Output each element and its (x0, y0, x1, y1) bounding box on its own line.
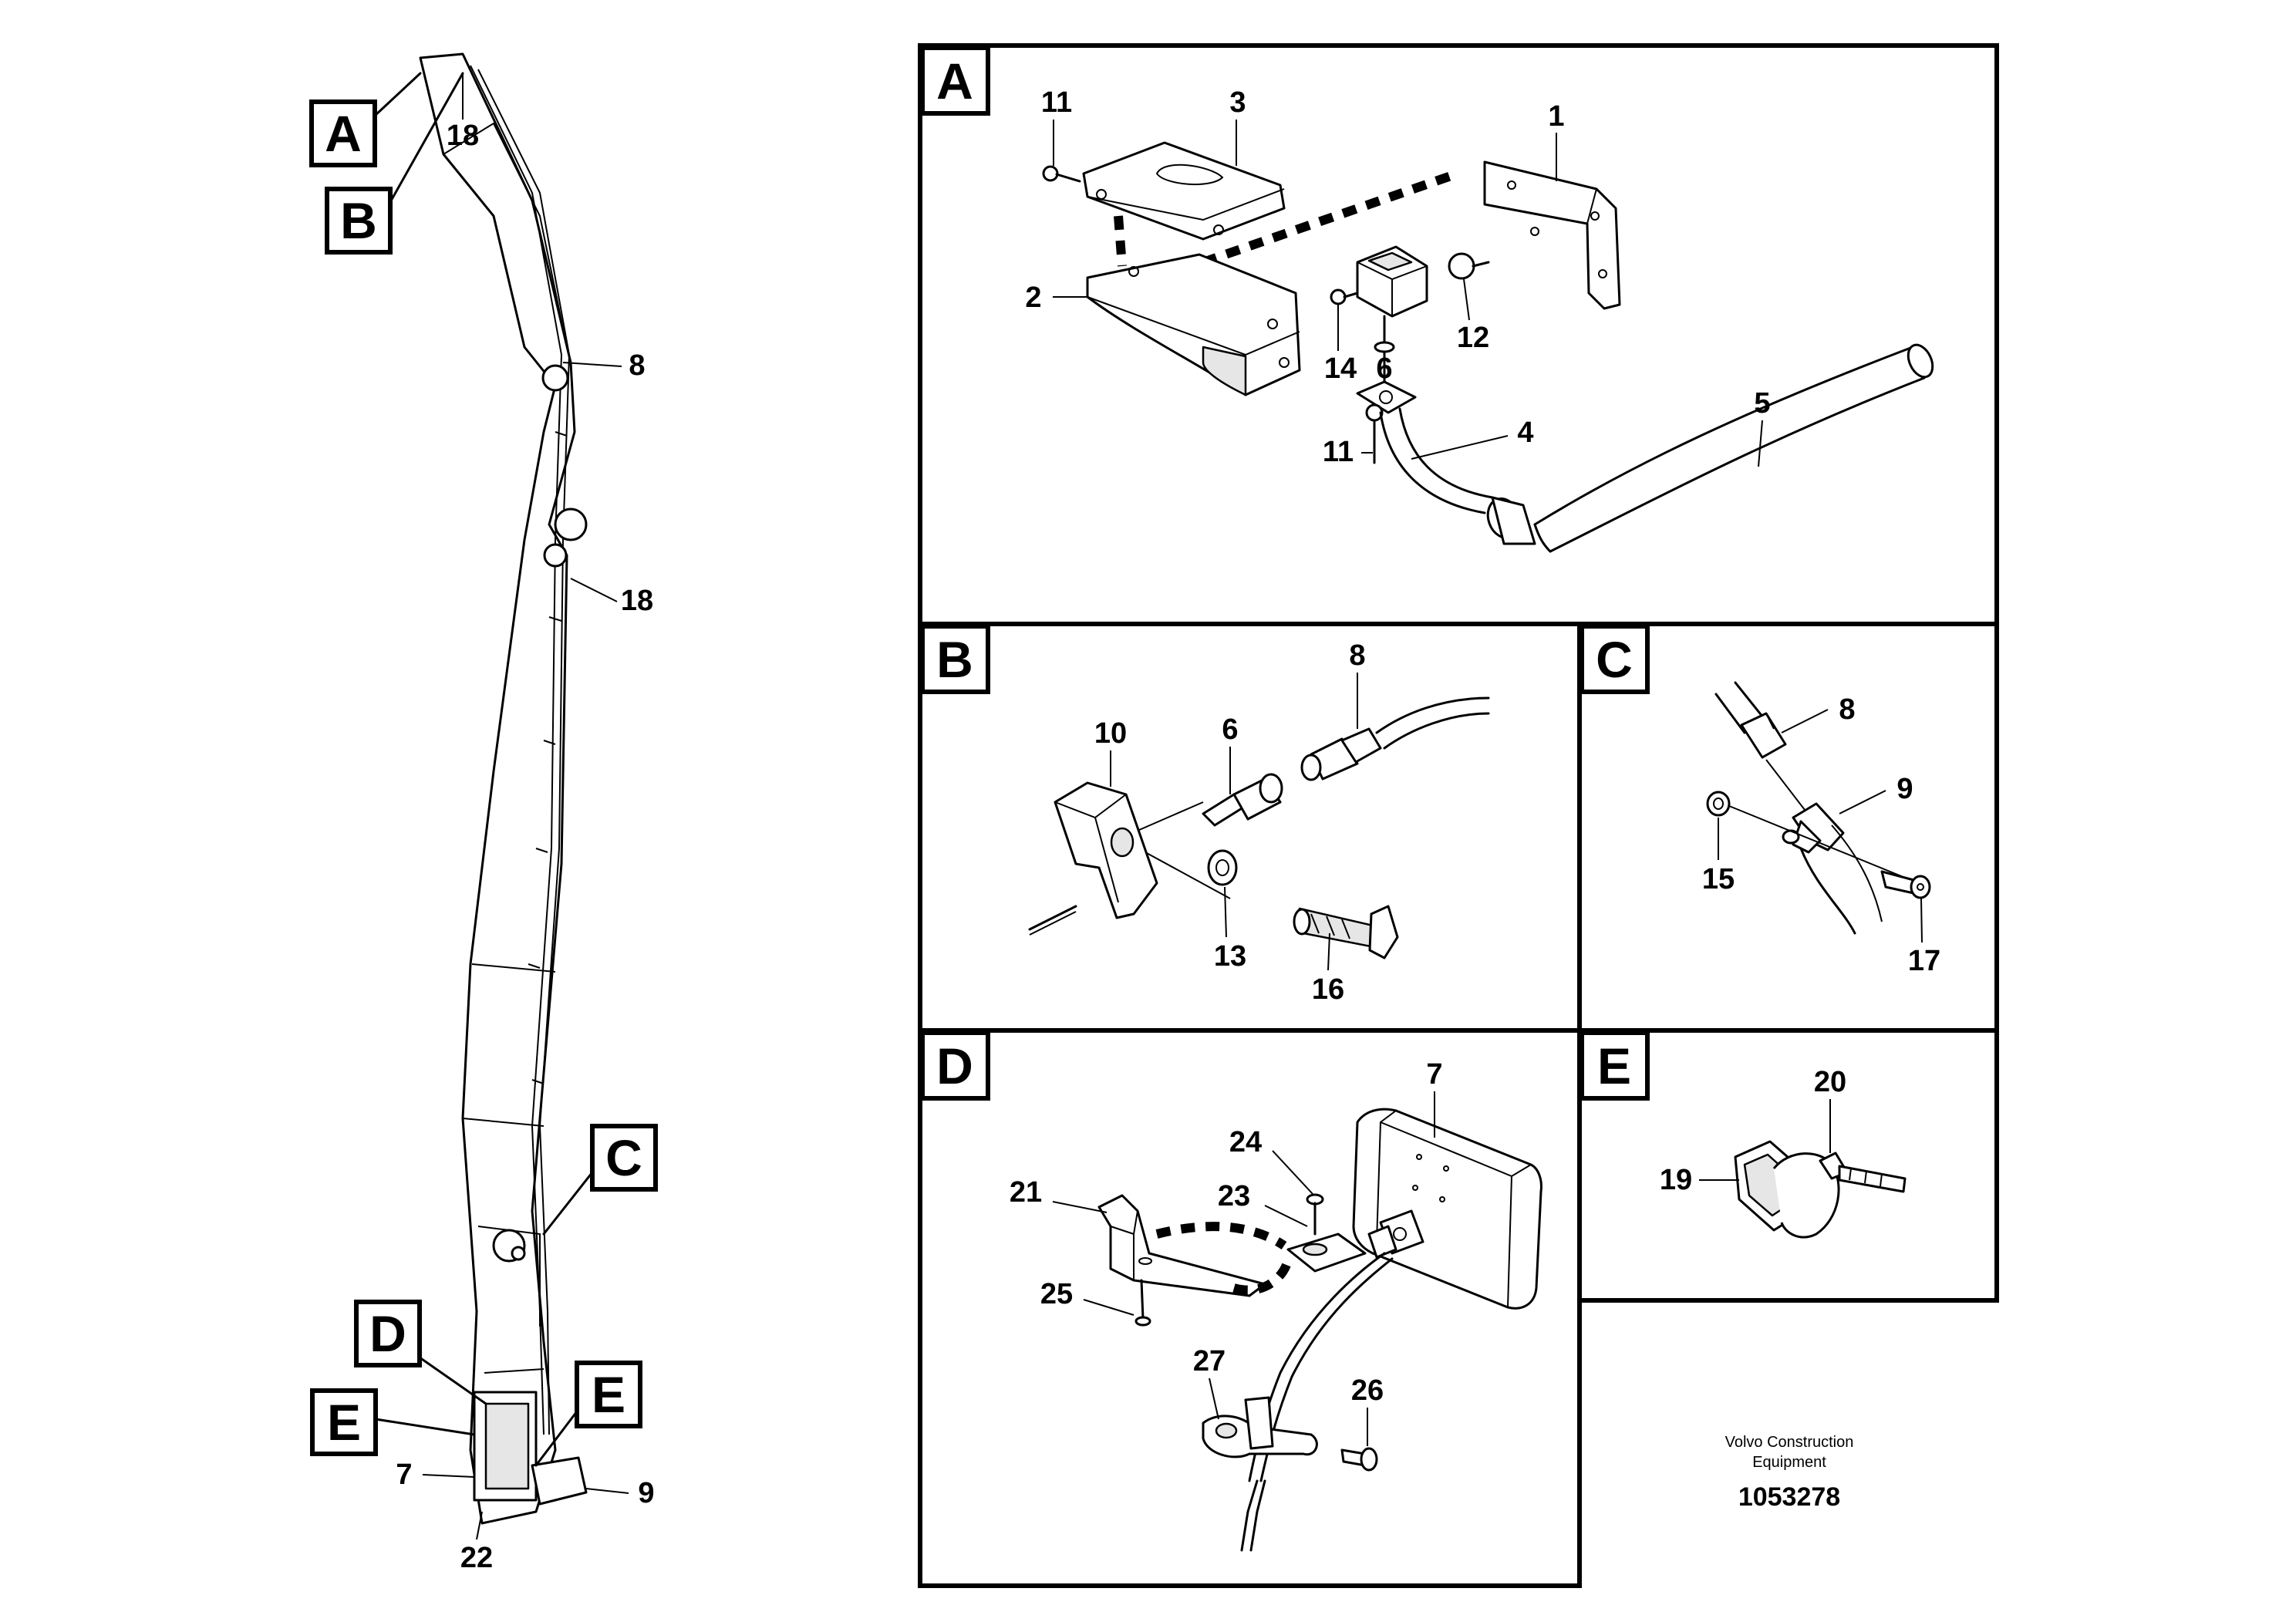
panel-tag-d-label: D (936, 1037, 973, 1094)
panel-tag-d: D (920, 1030, 990, 1101)
panel-b-num-10: 10 (1094, 717, 1127, 750)
panel-c-num-17: 17 (1908, 945, 1940, 977)
panel-e-num-20: 20 (1814, 1066, 1846, 1098)
overview-num-8: 8 (629, 349, 645, 382)
panel-e-numbers: 20 19 (1660, 1066, 1846, 1196)
panel-a-num-2: 2 (1025, 282, 1041, 314)
panel-d-num-21: 21 (1010, 1176, 1042, 1209)
overview-num-22: 22 (460, 1542, 493, 1574)
panel-b-drawing (1028, 696, 1490, 959)
overview-tag-e-right-label: E (592, 1366, 625, 1423)
panel-d-num-24: 24 (1229, 1126, 1262, 1158)
overview-num-9: 9 (638, 1477, 654, 1509)
panel-b-numbers: 8 10 6 13 16 (1094, 639, 1366, 1006)
panel-d-num-26: 26 (1351, 1374, 1384, 1407)
panel-a-num-14: 14 (1324, 352, 1357, 385)
overview-tag-c: C (542, 1124, 658, 1236)
panel-d-frame (918, 1028, 1582, 1588)
overview-tag-d-label: D (369, 1305, 406, 1362)
credit-line-2: Equipment (1752, 1454, 1826, 1471)
panel-tag-c: C (1580, 624, 1650, 694)
overview-tag-b: B (325, 72, 464, 255)
panel-a-num-6: 6 (1376, 352, 1392, 385)
panel-a-num-5: 5 (1754, 387, 1770, 420)
panel-b-frame (918, 622, 1582, 1033)
panel-a-num-11-top: 11 (1041, 86, 1072, 119)
boom-overview: A B C D E E 18 8 (309, 52, 658, 1574)
panel-tag-e: E (1580, 1030, 1650, 1101)
panel-a-num-4: 4 (1517, 416, 1533, 449)
panel-e-drawing (1734, 1140, 1907, 1239)
panel-tag-e-label: E (1597, 1037, 1631, 1094)
panel-b-num-6: 6 (1222, 713, 1238, 746)
panel-tag-c-label: C (1596, 631, 1633, 688)
credit-line-1: Volvo Construction (1725, 1434, 1854, 1451)
overview-tag-e-left-label: E (327, 1394, 361, 1451)
panel-a-num-11-bottom: 11 (1323, 436, 1354, 468)
overview-tag-e-left: E (310, 1388, 476, 1456)
overview-tag-e-right: E (534, 1361, 642, 1467)
panel-c-numbers: 8 9 15 17 (1702, 693, 1940, 977)
overview-tag-a-label: A (325, 105, 362, 162)
overview-tag-b-label: B (340, 192, 377, 249)
panel-a-num-3: 3 (1229, 86, 1246, 119)
panel-d-num-27: 27 (1193, 1345, 1226, 1378)
panel-b-num-8: 8 (1349, 639, 1365, 672)
overview-tag-c-label: C (605, 1129, 642, 1186)
panel-d-numbers: 7 24 23 21 25 27 26 (1010, 1058, 1443, 1446)
panel-c-drawing (1706, 681, 1931, 935)
panel-tag-a-label: A (936, 52, 973, 110)
panel-a-numbers: 11 3 1 2 14 6 12 5 4 11 (1025, 86, 1770, 468)
document-number: 1053278 (1738, 1482, 1840, 1512)
panel-tag-b-label: B (936, 631, 973, 688)
overview-num-18-top: 18 (447, 120, 479, 152)
overview-tag-d: D (354, 1300, 487, 1405)
overview-tag-a: A (309, 72, 422, 167)
panel-tag-b: B (920, 624, 990, 694)
panel-c-num-9: 9 (1896, 773, 1913, 805)
boom-outline (419, 52, 576, 1525)
panel-a-drawing (1042, 141, 1934, 553)
publisher-credit: Volvo Construction Equipment 1053278 (1725, 1434, 1854, 1512)
panel-d-num-23: 23 (1218, 1180, 1250, 1212)
panel-tag-a: A (920, 46, 990, 116)
panel-e-num-19: 19 (1660, 1164, 1692, 1196)
panel-e-frame (1577, 1028, 1999, 1303)
panel-b-num-13: 13 (1214, 940, 1246, 973)
overview-num-7: 7 (396, 1458, 412, 1491)
panel-a-num-12: 12 (1457, 322, 1489, 354)
panel-d-num-7: 7 (1426, 1058, 1442, 1091)
panel-a-num-1: 1 (1548, 100, 1564, 133)
panel-b-num-16: 16 (1312, 973, 1344, 1006)
panel-c-num-8: 8 (1839, 693, 1855, 726)
panel-d-drawing (1097, 1108, 1542, 1552)
panel-c-num-15: 15 (1702, 863, 1735, 895)
panel-d-num-25: 25 (1040, 1278, 1073, 1310)
overview-num-18-mid: 18 (621, 585, 653, 617)
